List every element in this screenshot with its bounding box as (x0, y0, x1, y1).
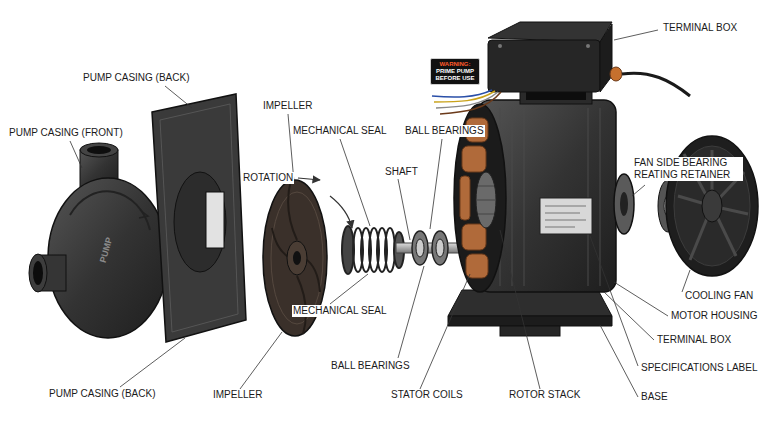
terminal-box (432, 22, 690, 114)
part-label: BASE (640, 391, 669, 403)
sticker-text: PRIME PUMP BEFORE USE (433, 68, 477, 82)
leader-lines (70, 30, 690, 397)
base (448, 290, 612, 336)
part-label: ROTATION (242, 172, 294, 184)
part-label: TERMINAL BOX (656, 334, 732, 346)
part-label: BALL BEARINGS (404, 125, 485, 137)
pump-casing-front (29, 143, 168, 338)
ball-bearings (412, 231, 448, 265)
part-label: PUMP CASING (BACK) (82, 72, 191, 84)
part-label: STATOR COILS (390, 389, 464, 401)
part-label: MECHANICAL SEAL (292, 305, 388, 317)
part-label: PUMP CASING (BACK) (48, 388, 157, 400)
part-label: MOTOR HOUSING (670, 310, 758, 322)
part-label: IMPELLER (262, 100, 313, 112)
specifications-plate (540, 198, 592, 234)
part-label: MECHANICAL SEAL (292, 125, 388, 137)
part-label: BALL BEARINGS (330, 360, 411, 372)
part-label: SPECIFICATIONS LABEL (640, 362, 759, 374)
part-label: PUMP CASING (FRONT) (8, 127, 124, 139)
mechanical-seal (342, 226, 404, 274)
part-label: IMPELLER (212, 389, 263, 401)
rotation-arrow (298, 178, 320, 180)
pump-casing-back (152, 94, 246, 342)
part-label: SHAFT (384, 166, 419, 178)
embossed-text: PUMP (97, 235, 116, 265)
sticker-text: WARNING: (433, 61, 477, 68)
part-label: TERMINAL BOX (662, 22, 738, 34)
warning-sticker: WARNING:PRIME PUMP BEFORE USE (430, 58, 480, 85)
motor-housing (454, 86, 634, 292)
part-label: FAN SIDE BEARING REATING RETAINER (633, 157, 743, 181)
part-label: ROTOR STACK (508, 389, 581, 401)
part-label: COOLING FAN (684, 290, 754, 302)
